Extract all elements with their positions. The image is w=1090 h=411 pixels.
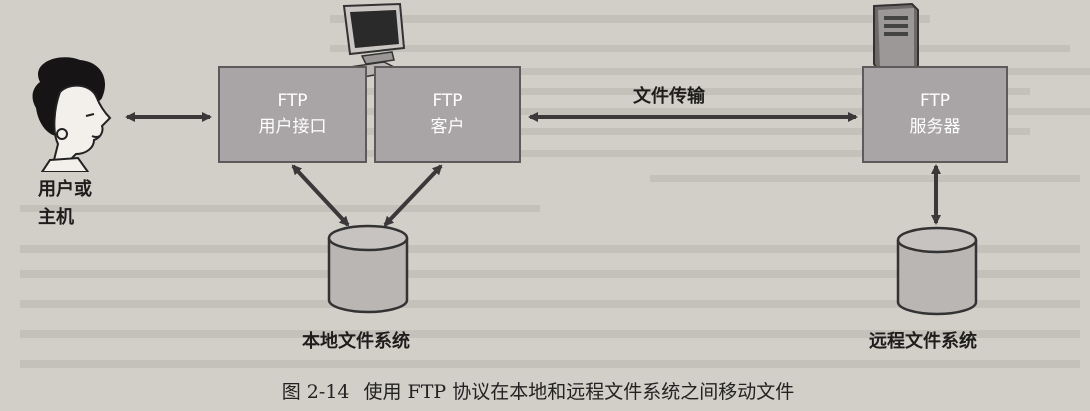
user-host-line2: 主机 bbox=[38, 207, 74, 228]
ftp-server-line2: 服务器 bbox=[909, 117, 961, 137]
ftp-ui-line1: FTP bbox=[277, 91, 308, 111]
local-disk-icon bbox=[327, 224, 409, 314]
ftp-client-box: FTP 客户 bbox=[374, 66, 521, 163]
user-person-icon bbox=[32, 57, 112, 172]
local-fs-label: 本地文件系统 bbox=[302, 331, 410, 352]
server-icon bbox=[873, 2, 919, 71]
client-localfs-arrow bbox=[383, 164, 443, 227]
ftp-client-line1: FTP bbox=[432, 91, 463, 111]
ftp-client-line2: 客户 bbox=[430, 117, 465, 137]
remote-disk-icon bbox=[896, 226, 978, 316]
figure-caption-text: 使用 FTP 协议在本地和远程文件系统之间移动文件 bbox=[363, 381, 795, 403]
ftp-server-box: FTP 服务器 bbox=[862, 66, 1008, 163]
figure-number: 图 2-14 bbox=[281, 381, 350, 403]
figure-caption: 图 2-14 使用 FTP 协议在本地和远程文件系统之间移动文件 bbox=[0, 377, 1090, 404]
ftp-user-interface-box: FTP 用户接口 bbox=[218, 66, 367, 163]
ftp-ui-line2: 用户接口 bbox=[258, 117, 327, 137]
user-host-label: 用户或 主机 bbox=[38, 176, 92, 232]
user-host-line1: 用户或 bbox=[38, 179, 92, 200]
file-transfer-label: 文件传输 bbox=[633, 86, 705, 107]
remote-fs-label: 远程文件系统 bbox=[869, 331, 977, 352]
ui-localfs-arrow bbox=[291, 164, 350, 227]
ftp-server-line1: FTP bbox=[919, 91, 951, 111]
